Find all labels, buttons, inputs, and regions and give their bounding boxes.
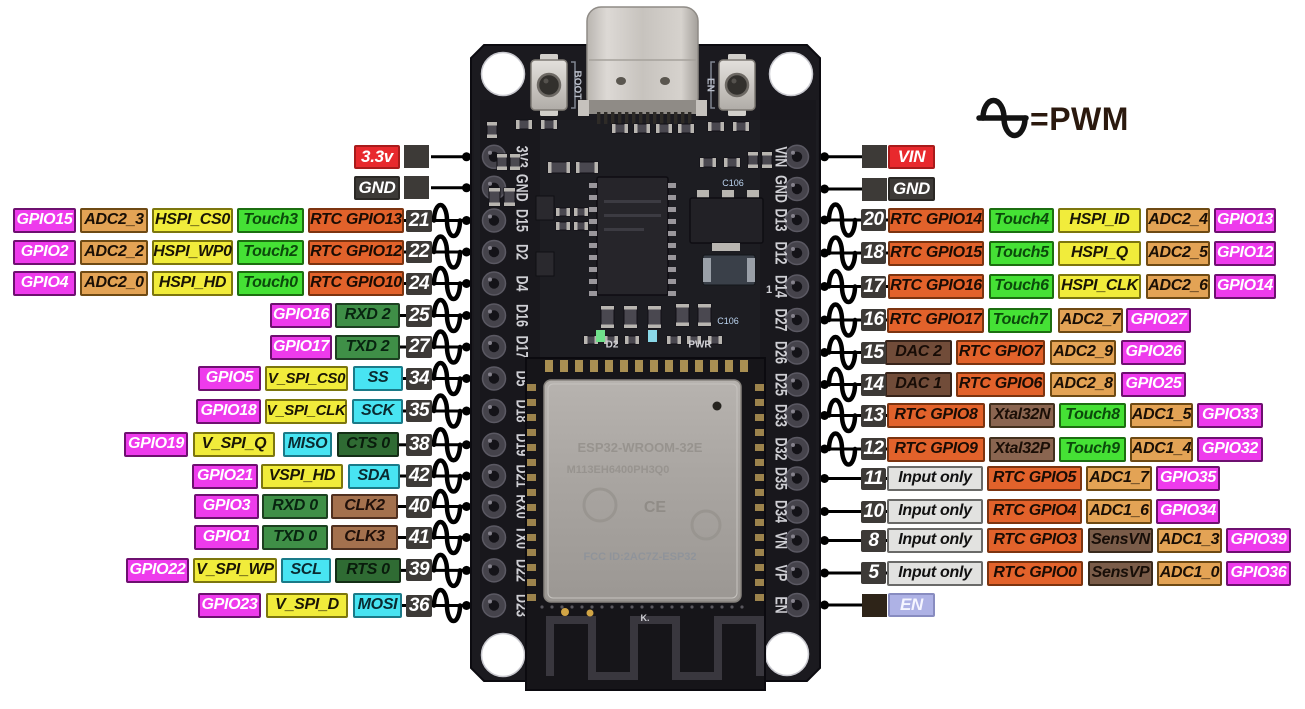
svg-text:GND: GND [771, 175, 789, 203]
svg-text:D2: D2 [512, 244, 530, 260]
svg-text:C106: C106 [717, 316, 739, 326]
svg-text:D25: D25 [771, 373, 789, 396]
svg-text:PWR: PWR [688, 340, 712, 351]
svg-text:D2: D2 [606, 340, 619, 351]
svg-text:D32: D32 [771, 438, 789, 461]
svg-text:D16: D16 [512, 304, 530, 327]
svg-text:D15: D15 [512, 209, 530, 232]
svg-text:D35: D35 [771, 467, 789, 490]
svg-text:D13: D13 [771, 209, 789, 232]
svg-text:VN: VN [771, 532, 789, 549]
svg-text:GND: GND [512, 174, 530, 202]
svg-text:D27: D27 [771, 309, 789, 332]
svg-text:VP: VP [771, 565, 789, 582]
svg-text:BOOT: BOOT [572, 71, 583, 100]
svg-text:VIN: VIN [771, 146, 789, 167]
svg-text:M113EH6400PH3Q0: M113EH6400PH3Q0 [567, 464, 670, 476]
svg-text:C106: C106 [722, 178, 744, 188]
svg-text:ESP32-WROOM-32E: ESP32-WROOM-32E [578, 440, 703, 455]
svg-text:D33: D33 [771, 404, 789, 427]
svg-text:D34: D34 [771, 500, 789, 524]
svg-text:D4: D4 [512, 276, 530, 293]
svg-text:K.: K. [641, 613, 650, 623]
svg-text:EN: EN [705, 78, 716, 92]
svg-text:EN: EN [771, 596, 789, 613]
svg-text:1: 1 [766, 284, 772, 296]
svg-text:D26: D26 [771, 341, 789, 364]
svg-text:D12: D12 [771, 242, 789, 265]
svg-text:D17: D17 [512, 336, 530, 359]
svg-text:CE: CE [644, 499, 667, 516]
svg-text:FCC ID:2AC7Z-ESP32: FCC ID:2AC7Z-ESP32 [583, 551, 696, 563]
svg-text:D14: D14 [771, 275, 789, 299]
